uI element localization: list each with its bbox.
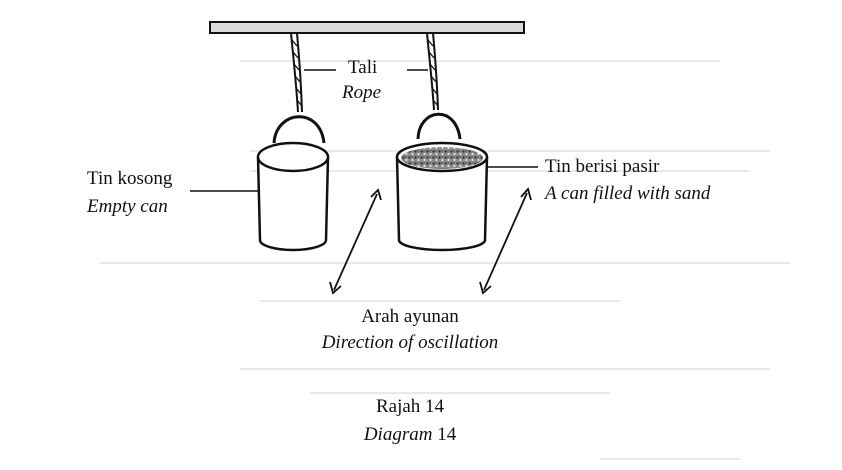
sand-can — [395, 141, 489, 252]
sand-can-label-ms: Tin berisi pasir — [545, 156, 660, 177]
sand-fill — [401, 147, 483, 169]
direction-label-ms: Arah ayunan — [361, 306, 459, 327]
oscillation-arrow-left — [329, 188, 382, 295]
bleed-through-line — [240, 368, 770, 370]
empty-can — [256, 141, 330, 252]
bleed-through-line — [600, 458, 740, 460]
bleed-through-line — [250, 170, 750, 172]
left-can-handle — [272, 115, 326, 144]
sand-can-label-en: A can filled with sand — [545, 183, 711, 204]
diagram-caption-en: Diagram 14 — [364, 424, 456, 446]
bleed-through-line — [100, 262, 790, 264]
direction-label-en: Direction of oscillation — [321, 332, 499, 353]
diagram-caption-ms: Rajah 14 — [375, 396, 445, 417]
bleed-through-line — [240, 60, 720, 62]
oscillation-arrow-right — [479, 187, 532, 295]
diagram-caption-number: 14 — [432, 424, 457, 445]
right-rope — [426, 32, 439, 111]
support-bar — [209, 21, 525, 34]
sand-can-handle — [416, 112, 462, 140]
bleed-through-line — [250, 150, 770, 152]
empty-can-label-en: Empty can — [87, 196, 168, 217]
bleed-through-line — [260, 300, 620, 302]
rope-label-en: Rope — [342, 82, 382, 103]
rope-label-ms: Tali — [348, 57, 378, 78]
empty-can-label-ms: Tin kosong — [87, 168, 173, 189]
left-rope — [290, 32, 303, 113]
diagram-caption-word: Diagram — [363, 424, 433, 445]
bleed-through-line — [310, 392, 610, 394]
